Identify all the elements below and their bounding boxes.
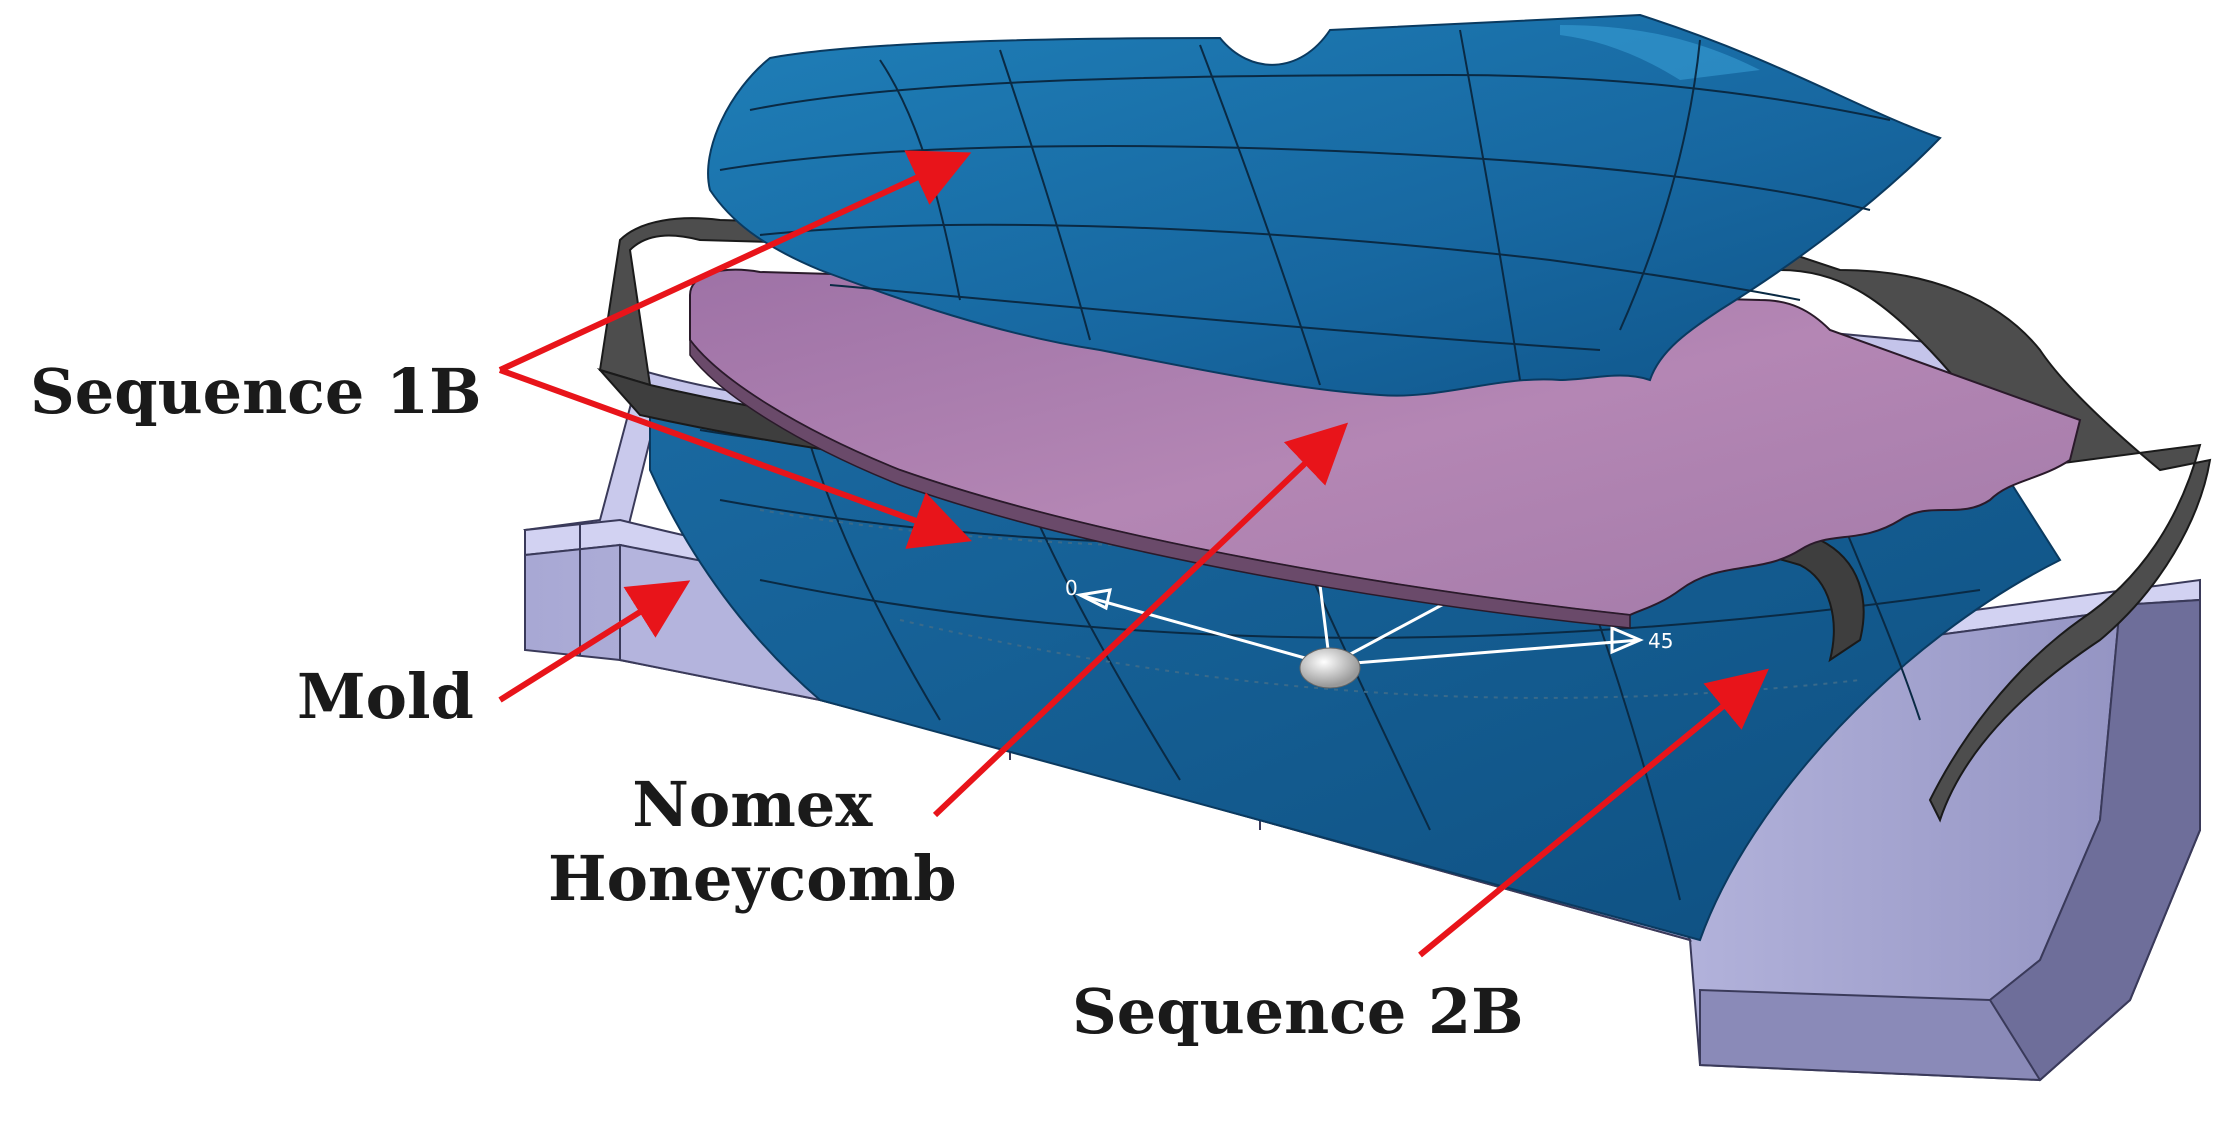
label-nomex-line1: Nomex [632, 768, 873, 841]
arrow-seq1b-bottom [498, 367, 972, 549]
label-sequence-2b: Sequence 2B [1072, 975, 1524, 1048]
nomex-honeycomb-core [689, 268, 2082, 629]
sequence-1b-ply [707, 13, 1942, 397]
arrow-seq2b [1418, 668, 1769, 958]
label-nomex-honeycomb: Nomex Honeycomb [548, 768, 957, 917]
label-mold: Mold [297, 660, 474, 733]
label-sequence-1b: Sequence 1B [30, 355, 482, 428]
leader-arrows [498, 150, 1769, 958]
label-nomex-line2: Honeycomb [548, 842, 957, 916]
rosette-mark-45-right: 45 [1648, 629, 1673, 653]
arrow-seq1b-top [498, 150, 972, 373]
rosette-mark-0-left: 0 [1065, 576, 1078, 600]
arrow-mold [498, 580, 691, 703]
arrow-nomex [932, 422, 1349, 818]
